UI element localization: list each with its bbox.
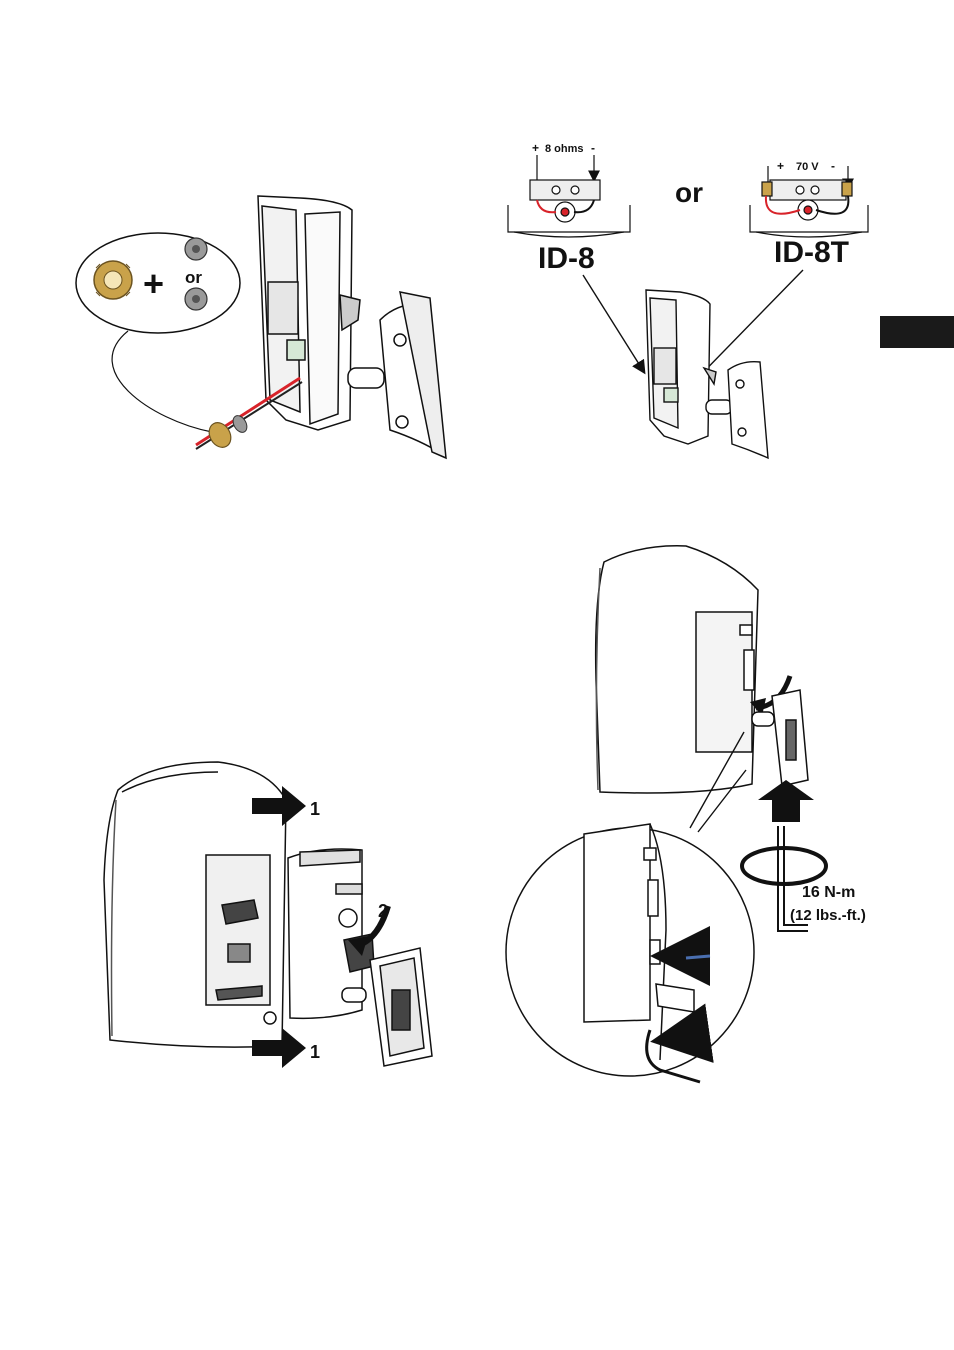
terminal-id8t: + 70 V - xyxy=(750,159,868,237)
torque-lbs-label: (12 lbs.-ft.) xyxy=(790,907,866,924)
torque-nm-label: 16 N-m xyxy=(802,884,855,901)
step-1-label: 1 xyxy=(310,1042,320,1062)
or-label: or xyxy=(675,177,703,208)
gland-nut-icon xyxy=(94,261,132,299)
up-arrow xyxy=(758,780,814,822)
minus-label: - xyxy=(591,141,595,155)
wall-plate xyxy=(370,948,432,1066)
mount-housing xyxy=(288,849,374,1018)
panel-cable-gland: + or xyxy=(76,196,446,458)
step-2-label: 2 xyxy=(378,901,388,921)
minus-label: - xyxy=(831,159,835,173)
insert-arrow xyxy=(662,1036,690,1040)
speaker-side-view xyxy=(596,546,758,793)
terminal-id8: + 8 ohms - xyxy=(508,141,630,237)
leader-arrow xyxy=(583,275,644,372)
speaker-side-view xyxy=(646,290,716,444)
grommet-icon xyxy=(185,288,207,310)
ohms-label: 8 ohms xyxy=(545,143,584,155)
panel-secure: 16 N-m (12 lbs.-ft.) xyxy=(506,546,866,1082)
grommet-icon xyxy=(185,238,207,260)
step-1-label: 1 xyxy=(310,799,320,819)
plus-label: + xyxy=(532,141,539,155)
wall-bracket xyxy=(348,292,446,458)
model-id8-label: ID-8 xyxy=(538,242,595,275)
screw-icon xyxy=(686,956,710,958)
model-id8t-label: ID-8T xyxy=(774,236,849,269)
callout-leader xyxy=(112,331,212,432)
panel-wiring: + 8 ohms - or + 70 V - xyxy=(508,141,868,458)
plus-label: + xyxy=(777,159,784,173)
or-label: or xyxy=(185,268,202,287)
volt-label: 70 V xyxy=(796,161,819,173)
panel-attach: 1 1 2 xyxy=(104,762,432,1068)
plus-sign: + xyxy=(143,263,164,304)
